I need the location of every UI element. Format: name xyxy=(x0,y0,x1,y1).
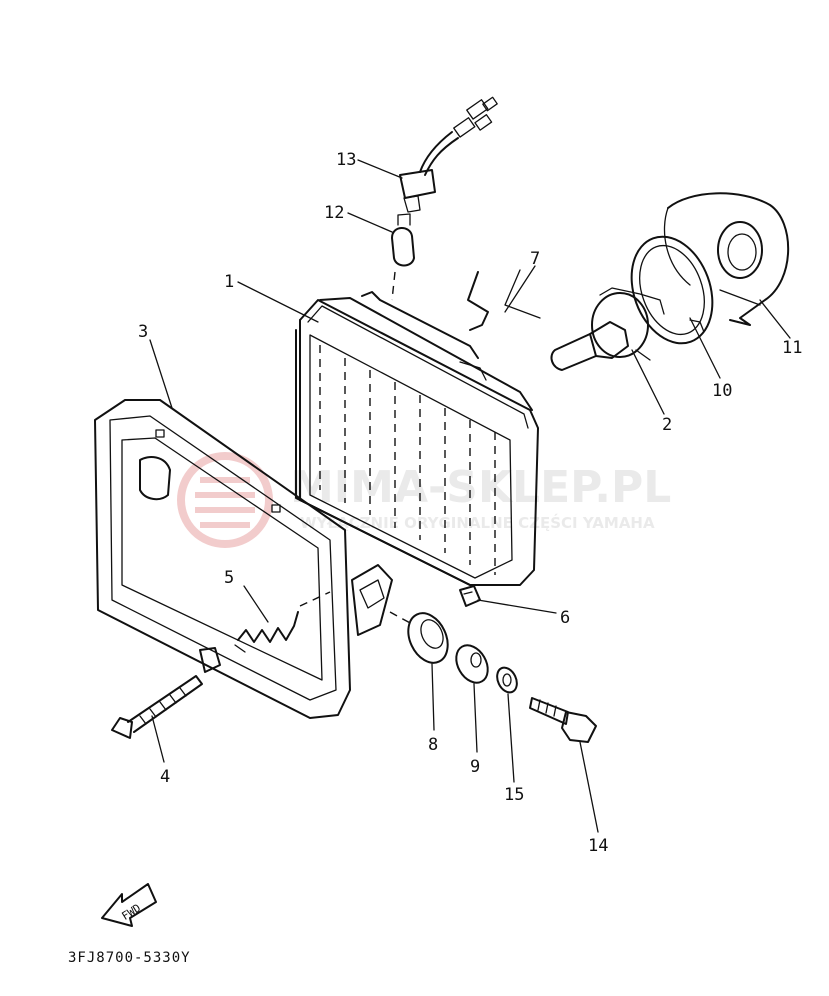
callout-10: 10 xyxy=(712,381,732,401)
watermark-subtitle: WYŁĄCZNIE ORYGINALNE CZĘŚCI YAMAHA xyxy=(300,513,655,532)
callout-15: 15 xyxy=(504,785,524,805)
part-13-socket-cord xyxy=(399,96,498,213)
callout-14: 14 xyxy=(588,836,608,856)
callout-3: 3 xyxy=(138,322,148,342)
watermark-logo xyxy=(177,452,273,548)
callout-4: 4 xyxy=(160,767,170,787)
part-3-headlight-rim xyxy=(94,399,393,719)
diagram-code: 3FJ8700-5330Y xyxy=(68,950,191,966)
part-15-washer xyxy=(496,666,518,694)
callout-1: 1 xyxy=(224,272,234,292)
part-9-collar xyxy=(455,644,489,684)
part-5-spring xyxy=(234,591,331,653)
callout-13: 13 xyxy=(336,150,356,170)
fwd-label: FWD xyxy=(119,901,143,923)
callout-2: 2 xyxy=(662,415,672,435)
callout-6: 6 xyxy=(560,608,570,628)
part-7-spring-clip xyxy=(467,269,541,331)
leader-lines xyxy=(149,159,791,833)
callout-labels: 1 2 3 4 5 6 7 8 9 10 11 12 13 14 15 xyxy=(138,150,802,856)
part-8-grommet xyxy=(389,611,449,664)
watermark-title: MIMA-SKLEP.PL xyxy=(290,462,671,513)
callout-9: 9 xyxy=(470,757,480,777)
part-12-aux-bulb xyxy=(391,213,415,301)
part-2-bulb xyxy=(550,287,665,371)
part-1-headlight-unit xyxy=(295,291,539,586)
watermark: MIMA-SKLEP.PL WYŁĄCZNIE ORYGINALNE CZĘŚC… xyxy=(177,452,671,548)
part-11-bulb-cover xyxy=(663,192,790,326)
part-10-bulb-holder xyxy=(630,235,714,345)
callout-12: 12 xyxy=(324,203,344,223)
callout-7: 7 xyxy=(530,249,540,269)
part-6-nut xyxy=(459,585,481,607)
callout-8: 8 xyxy=(428,735,438,755)
part-4-adjusting-screw xyxy=(111,675,203,739)
fwd-arrow: FWD xyxy=(101,883,157,927)
callout-5: 5 xyxy=(224,568,234,588)
part-14-bolt xyxy=(529,697,597,743)
callout-11: 11 xyxy=(782,338,802,358)
